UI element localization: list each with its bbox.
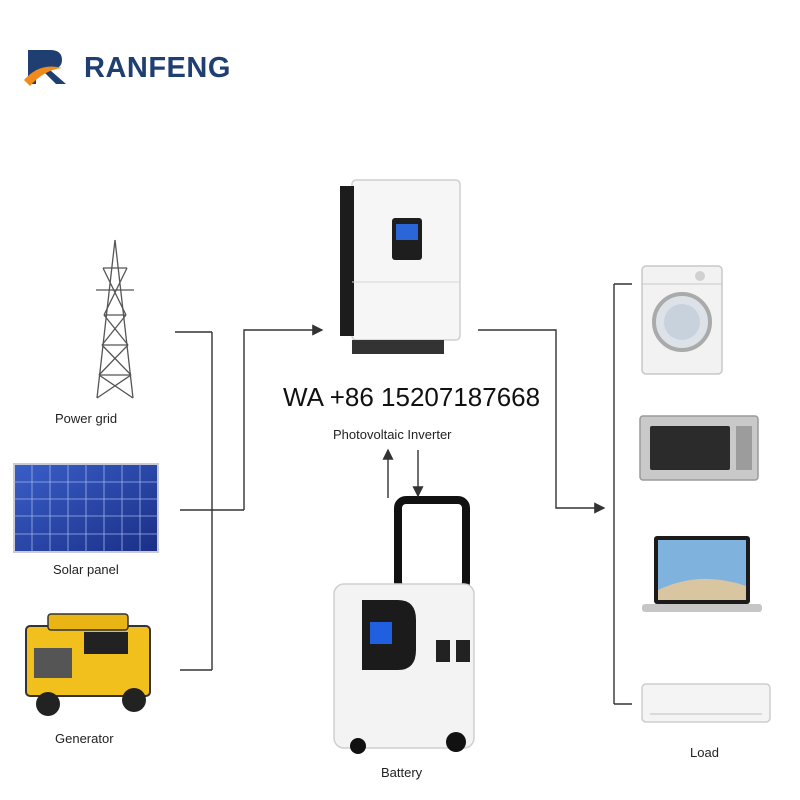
solar-panel-icon: [13, 463, 159, 553]
washing-machine-icon: [641, 265, 723, 375]
to-inverter-arrow: [243, 324, 324, 510]
power-grid-tower-icon: [96, 239, 134, 399]
whatsapp-contact-text: WA +86 15207187668: [283, 382, 541, 412]
ranfeng-logo-icon: [24, 50, 66, 86]
brand-name: RANFENG: [84, 52, 231, 84]
power-grid-label: Power grid: [55, 411, 118, 426]
inverter-label: Photovoltaic Inverter: [333, 427, 452, 442]
load-label: Load: [690, 745, 719, 760]
laptop-icon: [642, 536, 762, 612]
air-conditioner-icon: [641, 683, 771, 723]
generator-icon: [25, 613, 151, 716]
microwave-icon: [639, 415, 759, 481]
solar-panel-label: Solar panel: [53, 562, 119, 577]
generator-label: Generator: [55, 731, 114, 746]
inverter-device-icon: [340, 179, 461, 354]
battery-label: Battery: [381, 765, 423, 780]
battery-device-icon: [333, 496, 475, 754]
to-load-arrow: [478, 329, 606, 514]
